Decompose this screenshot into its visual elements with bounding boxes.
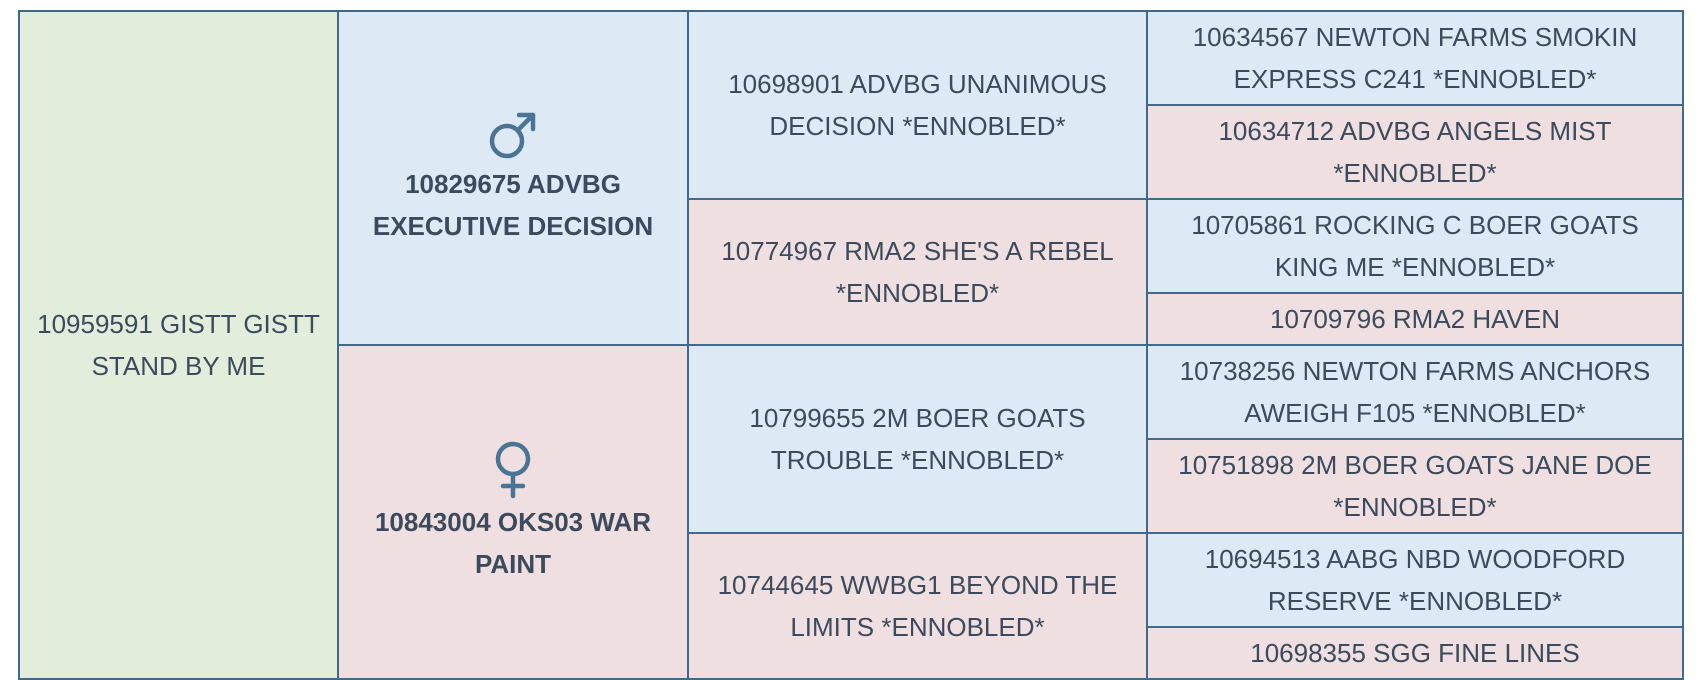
maternal-granddam-dam[interactable]: 10698355 SGG FINE LINES	[1146, 626, 1684, 680]
dam-name: 10843004 OKS03 WAR PAINT	[374, 507, 652, 579]
male-symbol-icon	[489, 112, 536, 159]
sire-name: 10829675 ADVBG EXECUTIVE DECISION	[372, 169, 654, 241]
paternal-grandsire-sire[interactable]: 10634567 NEWTON FARMS SMOKIN EXPRESS C24…	[1146, 10, 1684, 106]
paternal-granddam[interactable]: 10774967 RMA2 SHE'S A REBEL *ENNOBLED*	[687, 198, 1148, 346]
subject-animal[interactable]: 10959591 GISTT GISTT STAND BY ME	[18, 10, 339, 680]
maternal-granddam[interactable]: 10744645 WWBG1 BEYOND THE LIMITS *ENNOBL…	[687, 532, 1148, 680]
pedigree-table: 10959591 GISTT GISTT STAND BY ME 1082967…	[18, 10, 1684, 680]
paternal-granddam-sire[interactable]: 10705861 ROCKING C BOER GOATS KING ME *E…	[1146, 198, 1684, 294]
paternal-grandsire[interactable]: 10698901 ADVBG UNANIMOUS DECISION *ENNOB…	[687, 10, 1148, 200]
maternal-grandsire-dam[interactable]: 10751898 2M BOER GOATS JANE DOE *ENNOBLE…	[1146, 438, 1684, 534]
female-symbol-icon	[495, 441, 531, 499]
dam-cell[interactable]: 10843004 OKS03 WAR PAINT	[337, 344, 689, 680]
paternal-grandsire-dam[interactable]: 10634712 ADVBG ANGELS MIST *ENNOBLED*	[1146, 104, 1684, 200]
paternal-granddam-dam[interactable]: 10709796 RMA2 HAVEN	[1146, 292, 1684, 346]
maternal-grandsire-sire[interactable]: 10738256 NEWTON FARMS ANCHORS AWEIGH F10…	[1146, 344, 1684, 440]
maternal-granddam-sire[interactable]: 10694513 AABG NBD WOODFORD RESERVE *ENNO…	[1146, 532, 1684, 628]
sire-cell[interactable]: 10829675 ADVBG EXECUTIVE DECISION	[337, 10, 689, 346]
maternal-grandsire[interactable]: 10799655 2M BOER GOATS TROUBLE *ENNOBLED…	[687, 344, 1148, 534]
